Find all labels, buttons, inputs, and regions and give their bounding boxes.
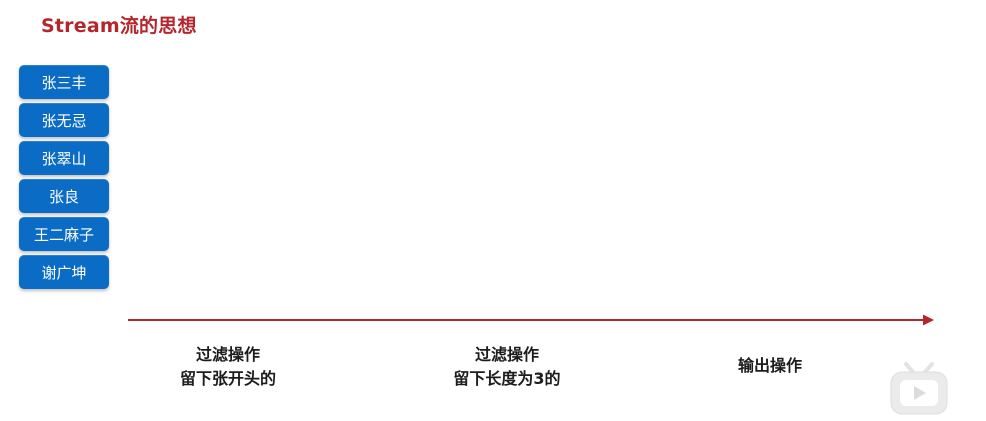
name-box: 谢广坤 [19,255,109,289]
step-output: 输出操作 [700,354,840,378]
name-box: 张三丰 [19,65,109,99]
name-box: 张无忌 [19,103,109,137]
step-title: 过滤操作 [474,345,539,364]
name-box: 王二麻子 [19,217,109,251]
arrow-head [923,314,934,326]
step-desc: 留下张开头的 [179,369,276,388]
step-title: 过滤操作 [195,345,260,364]
name-list: 张三丰 张无忌 张翠山 张良 王二麻子 谢广坤 [19,65,109,293]
step-filter-zhang: 过滤操作 留下张开头的 [148,343,308,391]
bilibili-tv-icon [890,362,948,415]
step-title: 输出操作 [737,356,802,375]
name-box: 张翠山 [19,141,109,175]
name-box: 张良 [19,179,109,213]
step-desc: 留下长度为3的 [453,369,561,388]
step-filter-length: 过滤操作 留下长度为3的 [422,343,592,391]
slide-title: Stream流的思想 [41,15,197,37]
